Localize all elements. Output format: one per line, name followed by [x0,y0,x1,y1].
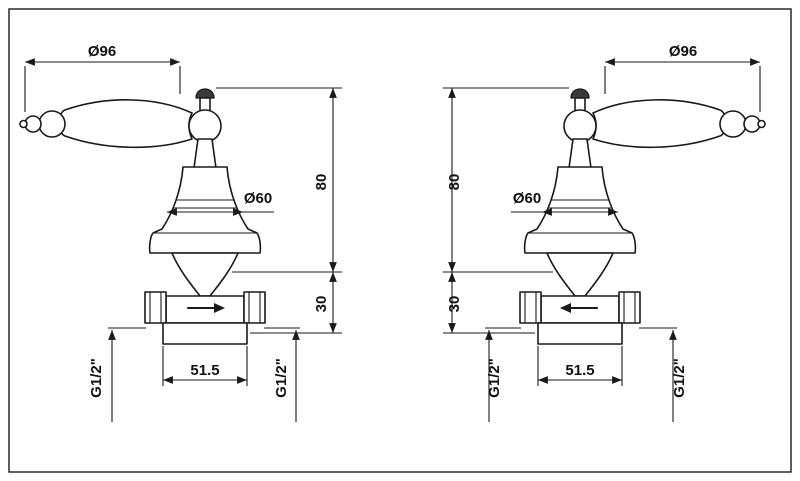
left-valve-labels: Ø96 Ø60 80 30 51.5 G1/2" G1/2" [88,43,330,398]
dim-label-515-right: 51.5 [565,362,594,379]
dim-label-thread-left-inner: G1/2" [273,358,290,398]
dim-label-80-right: 80 [446,174,463,191]
drawing-border [8,8,792,473]
dim-label-d96-right: Ø96 [669,43,697,60]
dim-label-515-left: 51.5 [190,362,219,379]
dim-label-30-left: 30 [313,296,330,313]
dim-label-d60-left: Ø60 [244,190,272,207]
dim-label-thread-right-outer: G1/2" [671,358,688,398]
dim-label-d96-left: Ø96 [88,43,116,60]
dim-label-30-right: 30 [446,296,463,313]
dim-label-d60-right: Ø60 [513,190,541,207]
dim-label-thread-right-inner: G1/2" [486,358,503,398]
dim-label-80-left: 80 [313,174,330,191]
right-valve-labels: Ø96 Ø60 80 30 51.5 G1/2" G1/2" [446,43,697,398]
dim-label-thread-left-outer: G1/2" [88,358,105,398]
left-valve-drawing [20,62,342,422]
